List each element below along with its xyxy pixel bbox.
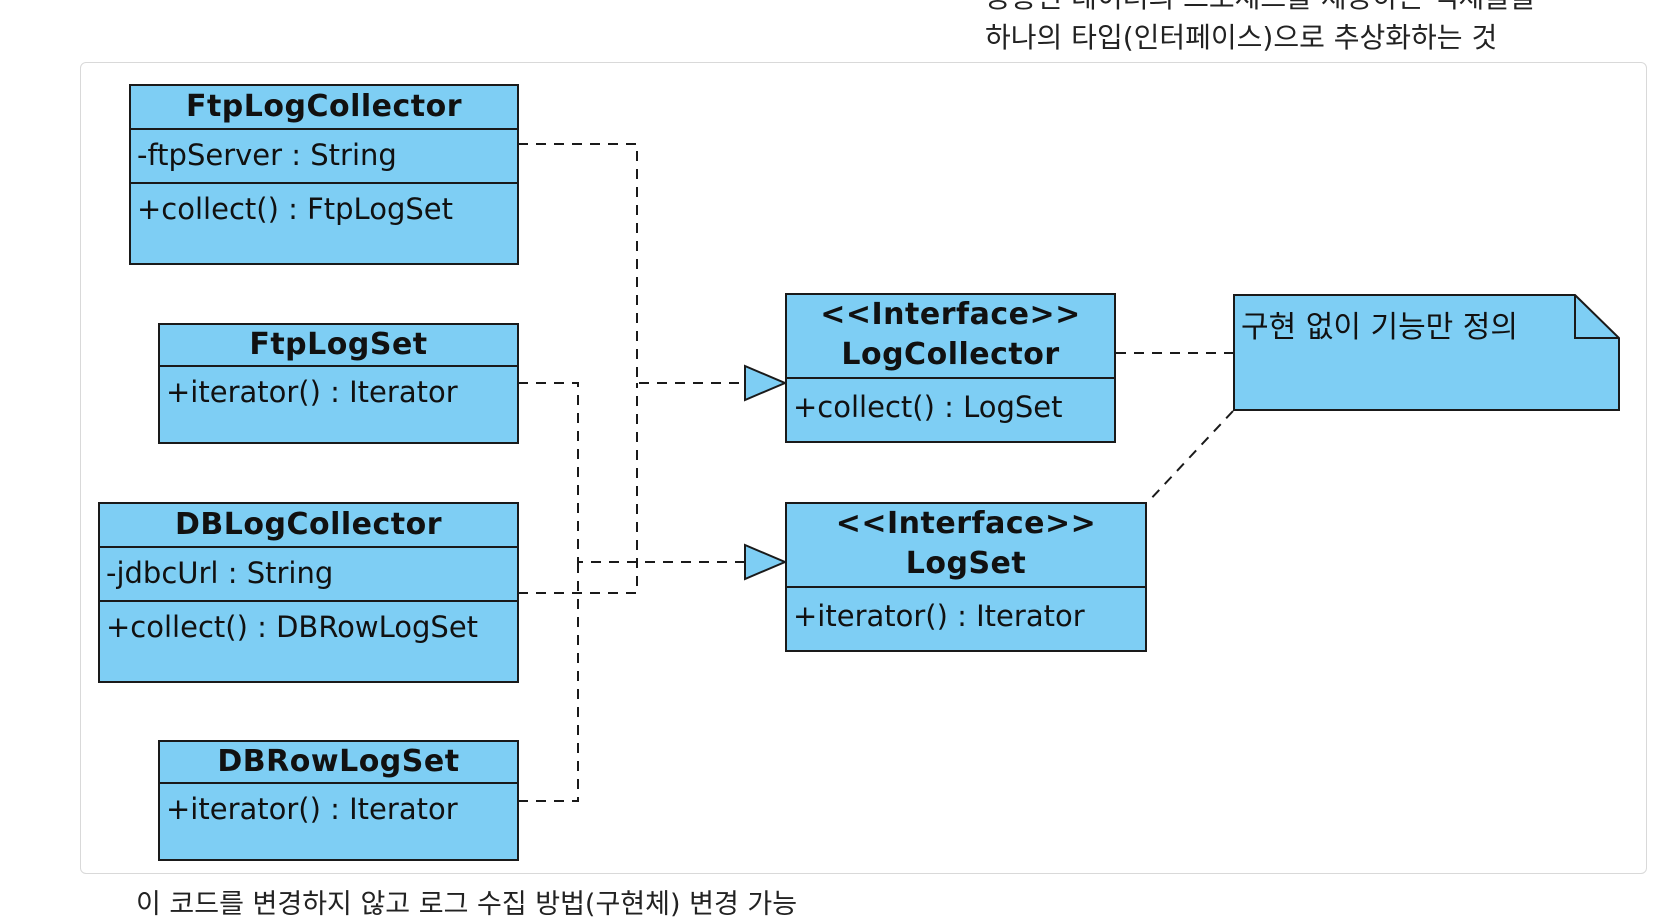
relationship-lines	[518, 143, 1234, 802]
class-attribute: -ftpServer : String	[131, 130, 517, 184]
realization-arrowhead-log-set	[744, 543, 788, 581]
class-name: LogSet	[905, 546, 1027, 581]
class-ftp-log-set[interactable]: FtpLogSet +iterator() : Iterator	[158, 323, 519, 444]
class-name: FtpLogSet	[160, 325, 517, 367]
top-description-line1: 공통된 데이터의 프로세스를 제공하는 객체들을	[985, 0, 1657, 18]
class-stereotype: <<Interface>>	[820, 297, 1081, 332]
class-operation: +collect() : LogSet	[793, 390, 1063, 424]
class-name: LogCollector	[841, 337, 1060, 372]
class-operation: +iterator() : Iterator	[166, 792, 458, 826]
class-header: <<Interface>> LogCollector	[787, 295, 1114, 379]
class-db-row-log-set[interactable]: DBRowLogSet +iterator() : Iterator	[158, 740, 519, 861]
class-ftp-log-collector[interactable]: FtpLogCollector -ftpServer : String +col…	[129, 84, 519, 265]
class-header: <<Interface>> LogSet	[787, 504, 1145, 588]
class-name: FtpLogCollector	[131, 86, 517, 130]
class-operation: +collect() : FtpLogSet	[137, 192, 453, 226]
realization-ftp-log-collector	[518, 143, 745, 384]
class-attribute: -jdbcUrl : String	[100, 548, 517, 602]
note-text: 구현 없이 기능만 정의	[1241, 310, 1519, 345]
top-description-line2: 하나의 타입(인터페이스)으로 추상화하는 것	[985, 21, 1498, 54]
realization-db-row-log-set	[518, 562, 579, 802]
class-operation: +iterator() : Iterator	[166, 375, 458, 409]
class-name: DBRowLogSet	[160, 742, 517, 784]
interface-log-set[interactable]: <<Interface>> LogSet +iterator() : Itera…	[785, 502, 1147, 652]
class-operation: +iterator() : Iterator	[793, 599, 1085, 633]
class-stereotype: <<Interface>>	[835, 506, 1097, 541]
realization-ftp-log-set	[518, 382, 745, 563]
note-shape	[1233, 294, 1620, 411]
uml-note[interactable]: 구현 없이 기능만 정의	[1233, 294, 1620, 411]
realization-arrowhead-log-collector	[744, 364, 788, 402]
realization-db-log-collector	[518, 383, 638, 594]
class-name: DBLogCollector	[100, 504, 517, 548]
interface-log-collector[interactable]: <<Interface>> LogCollector +collect() : …	[785, 293, 1116, 443]
note-anchor-log-set	[1146, 410, 1234, 504]
top-description: 공통된 데이터의 프로세스를 제공하는 객체들을 하나의 타입(인터페이스)으로…	[985, 0, 1657, 58]
class-db-log-collector[interactable]: DBLogCollector -jdbcUrl : String +collec…	[98, 502, 519, 683]
class-operation: +collect() : DBRowLogSet	[106, 610, 479, 644]
